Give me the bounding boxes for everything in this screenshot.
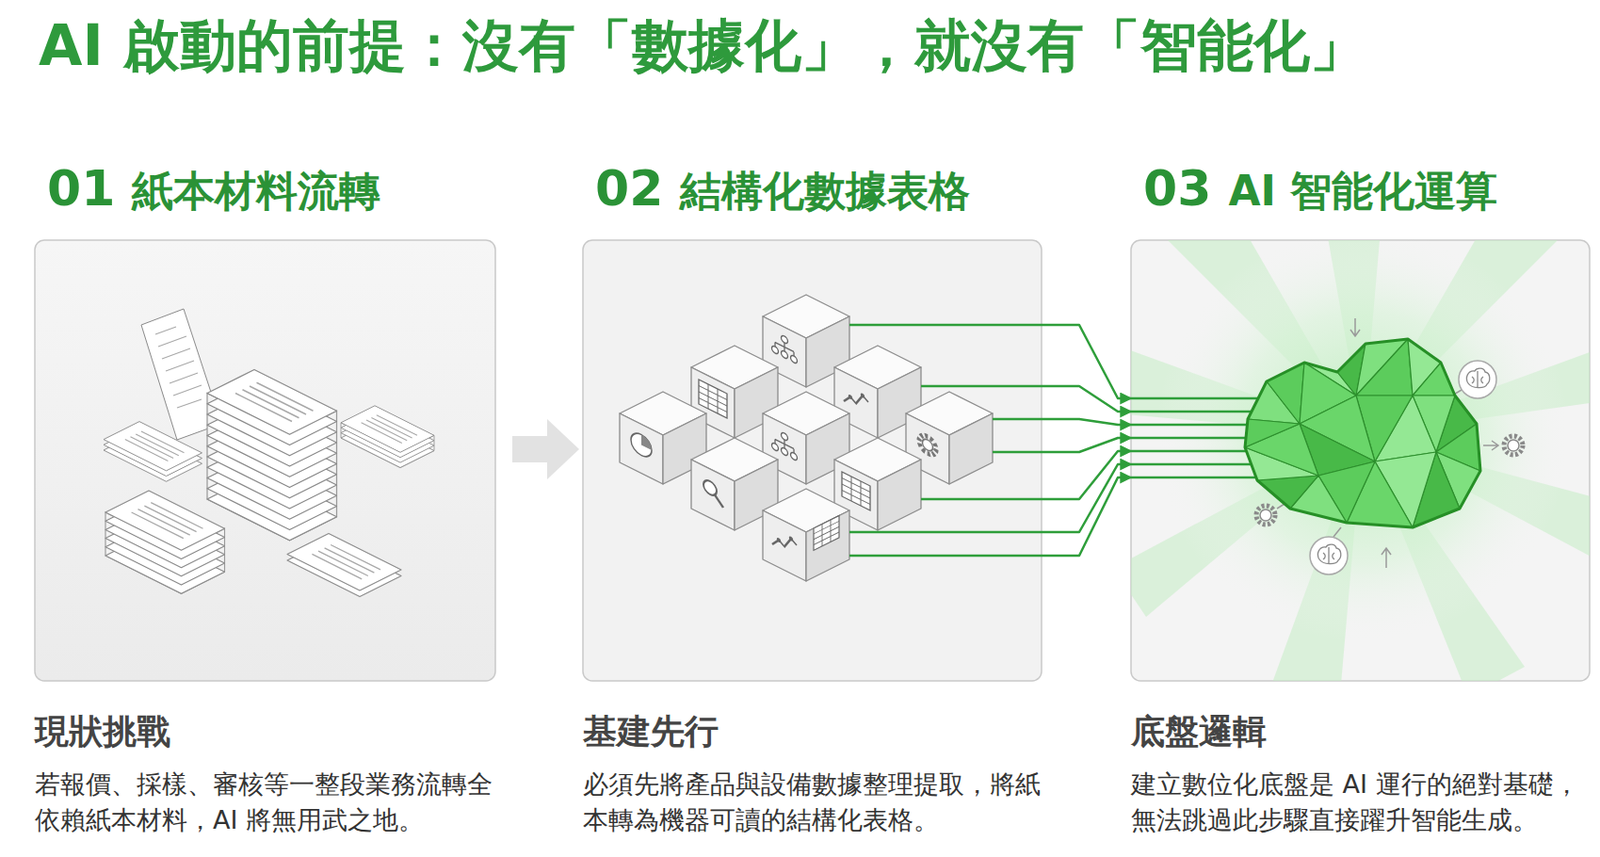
caption-body: 若報價、採樣、審核等一整段業務流轉全 依賴紙本材料，AI 將無用武之地。 [34, 766, 511, 839]
paper-stack [340, 405, 435, 469]
illustration-part [1131, 463, 1267, 467]
illustration-part [919, 432, 937, 458]
paper-stack [105, 490, 226, 594]
illustration-part [1350, 318, 1360, 337]
illustration-part [992, 418, 1059, 421]
illustration-part [207, 370, 338, 436]
illustration-part [1483, 440, 1499, 451]
caption-body: 必須先將產品與設備數據整理提取，將紙 本轉為機器可讀的結構化表格。 [582, 766, 1059, 839]
illustration-part [1244, 419, 1300, 448]
glow-rays [1131, 240, 1590, 681]
data-flow-line [1058, 324, 1132, 399]
heading-row: 01 紙本材料流轉 [47, 159, 381, 221]
illustration-part [921, 385, 1059, 388]
step-number: 01 [47, 159, 115, 218]
panel-node: 02 結構化數據表格基建先行必須先將產品與設備數據整理提取，將紙 本轉為機器可讀的… [582, 155, 1059, 848]
gear-icon [1256, 505, 1276, 525]
data-flow-line [1058, 419, 1132, 425]
illustration-part [155, 326, 202, 408]
illustration-part [841, 471, 871, 511]
step-number: 03 [1143, 159, 1212, 218]
illustration-part [772, 426, 798, 462]
illustration-part [1333, 527, 1342, 537]
gear-icon [1503, 436, 1523, 455]
caption-heading: 底盤邏輯 [1131, 711, 1267, 753]
illustration-part [287, 533, 402, 591]
panel-node: 01 紙本材料流轉現狀挑戰若報價、採樣、審核等一整段業務流轉全 依賴紙本材料，AI… [34, 155, 511, 848]
data-flow-line [1058, 386, 1132, 412]
brain-icon [1458, 360, 1497, 399]
cloud-outline [1244, 339, 1481, 528]
paper-stack [103, 421, 203, 483]
illustration-part [849, 323, 1059, 327]
leader-lines [1276, 318, 1499, 568]
illustration-part [921, 498, 1059, 502]
illustration-part [1131, 476, 1267, 480]
illustration-part [340, 405, 435, 453]
caption-heading: 現狀挑戰 [34, 711, 171, 753]
step-number: 02 [595, 159, 663, 218]
cube-illustration [619, 294, 1059, 582]
step-heading: 紙本材料流轉 [131, 161, 381, 221]
brain-icon [1309, 536, 1348, 575]
heading-row: 02 結構化數據表格 [595, 159, 970, 221]
illustration-part [843, 384, 869, 414]
step-heading: AI 智能化運算 [1228, 161, 1498, 221]
illustration-part [992, 451, 1059, 454]
panel-frame [34, 240, 496, 681]
panel-frame [582, 240, 1042, 681]
illustration-part [1381, 548, 1391, 568]
illustration-part [849, 554, 1059, 558]
illustration-part [813, 516, 840, 551]
data-cube [762, 488, 850, 582]
illustration-part [1257, 475, 1319, 509]
paper-stack [207, 370, 338, 541]
illustration-part [849, 531, 1059, 534]
glow [1155, 240, 1570, 643]
ai-cloud-illustration [1131, 240, 1590, 681]
illustration-part [1131, 397, 1267, 401]
paper-stack [287, 533, 402, 597]
paper-illustration [103, 308, 435, 598]
illustration-part [772, 329, 798, 365]
low-poly-cloud [1244, 339, 1481, 528]
illustration-part [762, 488, 850, 582]
caption-heading: 基建先行 [582, 711, 719, 753]
illustration-part [630, 429, 652, 461]
flow-arrow [512, 419, 580, 480]
illustration-part [1131, 410, 1267, 414]
data-lines [849, 324, 1059, 556]
data-flow-line [1058, 477, 1132, 556]
illustration-part [103, 421, 203, 471]
illustration-part [703, 478, 724, 509]
data-flow-lines [1058, 324, 1132, 556]
panel-node: 03 AI 智能化運算底盤邏輯建立數位化底盤是 AI 運行的絕對基礎， 無法跳過此… [1131, 155, 1593, 848]
illustration-part [772, 527, 797, 557]
diagram-title: AI 啟動的前提：沒有「數據化」，就沒有「智能化」 [38, 11, 1367, 80]
heading-row: 03 AI 智能化運算 [1143, 159, 1498, 221]
caption-body: 建立數位化底盤是 AI 運行的絕對基礎， 無法跳過此步驟直接躍升智能生成。 [1131, 766, 1593, 839]
illustration-part [105, 490, 226, 550]
illustration-part [1356, 339, 1413, 396]
step-heading: 結構化數據表格 [679, 161, 970, 221]
data-flow-line [1058, 451, 1132, 500]
